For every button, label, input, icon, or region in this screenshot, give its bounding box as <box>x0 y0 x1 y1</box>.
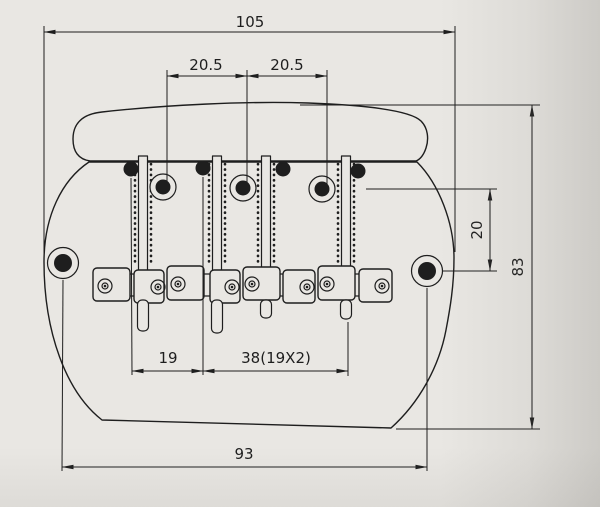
dim-hole-spacing: 93 <box>61 279 428 472</box>
dim-label-saddle-pitch: 19 <box>158 349 177 367</box>
dim-overall-width: 105 <box>43 13 456 270</box>
anchor-dot-2 <box>195 160 211 176</box>
saddle-screw-head <box>224 279 240 295</box>
saddle-screw-heads <box>97 276 390 295</box>
dim-label-overall-depth: 83 <box>509 257 527 276</box>
string-hole-2 <box>235 180 251 196</box>
saddle-block-5 <box>242 266 281 301</box>
mounting-hole-right-bore <box>418 262 436 280</box>
screw-tip-1 <box>136 299 150 332</box>
saddle-row <box>92 265 393 334</box>
intonation-screw-4 <box>340 155 352 273</box>
string-anchor-dots <box>123 160 366 179</box>
dim-label-anchor-to-hole: 20 <box>468 220 486 239</box>
intonation-screw-3 <box>260 155 272 273</box>
dim-label-spacing-left: 20.5 <box>189 56 222 74</box>
dim-label-overall-width: 105 <box>236 13 265 31</box>
bridge-top-bar <box>72 101 429 162</box>
dim-label-spacing-right: 20.5 <box>270 56 303 74</box>
height-screw-tips <box>136 299 353 334</box>
string-hole-3 <box>314 181 330 197</box>
dim-anchor-to-hole: 20 <box>366 188 497 272</box>
saddle-block-2 <box>133 269 165 304</box>
saddle-screw-head <box>374 278 390 294</box>
saddle-screw-head <box>299 279 315 295</box>
anchor-dot-4 <box>350 163 366 179</box>
mounting-hole-left <box>46 246 80 280</box>
mounting-hole-left-rim <box>46 246 80 280</box>
saddle-block-6 <box>282 269 316 304</box>
mounting-hole-left-bore <box>54 254 72 272</box>
string-hole-1 <box>155 179 171 195</box>
dim-label-saddle-span: 38(19X2) <box>241 349 311 367</box>
screw-tip-4 <box>339 299 353 320</box>
dim-string-spacing: 20.5 20.5 <box>166 56 328 188</box>
string-assemblies <box>123 155 366 273</box>
saddle-screw-head <box>319 276 335 292</box>
saddle-screw-head <box>150 279 166 295</box>
intonation-screw-2 <box>211 155 223 273</box>
anchor-dot-3 <box>275 161 291 177</box>
screw-tip-3 <box>259 299 273 319</box>
mounting-hole-right-rim <box>410 254 444 288</box>
saddle-screw-head <box>244 276 260 292</box>
string-through-holes <box>149 173 336 203</box>
saddle-screw-head <box>97 278 113 294</box>
dim-label-hole-spacing: 93 <box>234 445 253 463</box>
saddle-screw-head <box>170 276 186 292</box>
dim-saddle-spacing: 19 38(19X2) <box>130 177 349 376</box>
screw-tip-2 <box>210 299 224 334</box>
top-bar-outline <box>72 101 429 162</box>
intonation-screw-1 <box>137 155 149 273</box>
mounting-hole-right <box>410 254 444 288</box>
dim-overall-depth: 83 <box>300 104 540 430</box>
anchor-dot-1 <box>123 161 139 177</box>
